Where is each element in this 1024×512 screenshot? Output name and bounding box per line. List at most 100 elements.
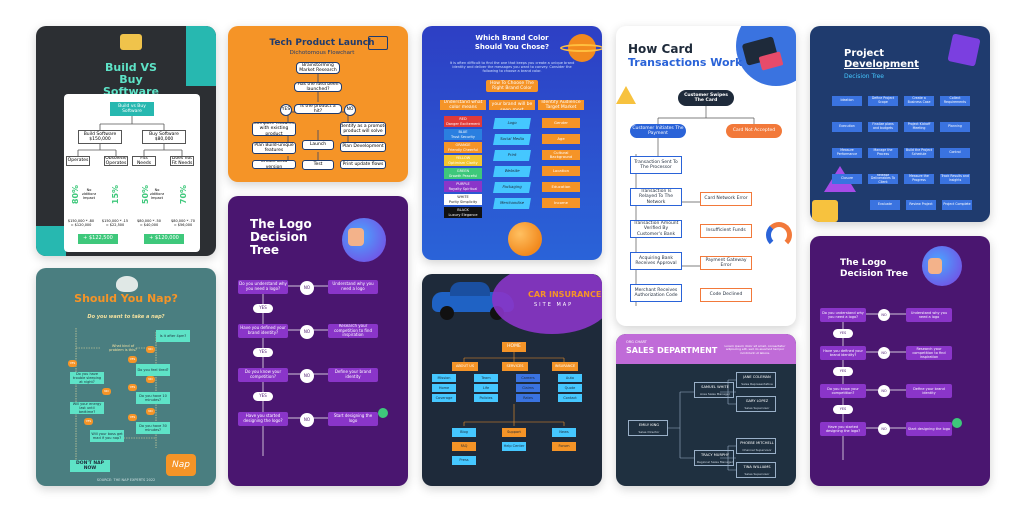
c10-no: NO — [878, 423, 890, 435]
c3-left-item: GREEN Growth Peaceful — [444, 168, 482, 179]
c7-check-icon — [378, 408, 388, 418]
c10-check-icon — [952, 418, 962, 428]
c6-node: Do you have 10 minutes? — [136, 392, 170, 404]
c3-mid-item: Logo — [493, 118, 531, 129]
c5-step: Planning — [940, 122, 970, 132]
c5-step: Build the Project Schedule — [904, 148, 934, 158]
c8-leaf: Mission — [432, 374, 456, 382]
c6-yes: YES — [84, 418, 93, 425]
c9-person-name: TINA WILLIAMS — [743, 464, 771, 469]
c9-person-role: Sales Director — [638, 429, 660, 434]
card-brand-color[interactable]: Which Brand Color Should You Chose? It i… — [422, 26, 602, 260]
c3-right-item: Education — [542, 182, 580, 192]
c10-question: Do you understand why you need a logo? — [820, 308, 866, 322]
c8-leaf: Careers — [516, 374, 540, 382]
c7-title: The Logo Decision Tree — [250, 217, 312, 257]
c3-col-1: Consider where your brand will be seen m… — [489, 100, 535, 110]
c3-left-item: ORANGE Friendly Cheerful — [444, 142, 482, 153]
c6-end1: DON'T NAP NOW — [70, 460, 110, 472]
c9-header — [616, 334, 796, 364]
c3-right-item: Age — [542, 134, 580, 144]
c10-no: NO — [878, 385, 890, 397]
c2-no: NO — [344, 104, 356, 116]
c10-no: NO — [878, 347, 890, 359]
c1-n2: Obsolete/ Operates — [104, 156, 128, 166]
c1-root: Build vs Buy Software — [110, 102, 154, 116]
c1-r2: + $120,000 — [144, 234, 184, 244]
card-card-transactions[interactable]: How Card Transactions Work Customer Swip… — [616, 26, 796, 326]
c3-intro: It is often difficult to find the one th… — [449, 60, 575, 73]
c3-mid-item: Social Media — [493, 134, 531, 145]
card-tech-product-launch[interactable]: Tech Product Launch Dichotomous Flowchar… — [228, 26, 408, 182]
c4-right-step: Payment Gateway Error — [700, 256, 752, 270]
c4-left-step: Merchant Receives Authorization Code — [630, 284, 682, 302]
car-roof — [450, 282, 490, 296]
card-should-you-nap[interactable]: Should You Nap? Do you want to take a na… — [36, 268, 216, 486]
c5-step: Track Results and Insights — [940, 174, 970, 184]
c6-node: Will your boss get mad if you nap? — [90, 430, 124, 442]
card-project-development[interactable]: Project Development Decision Tree Ideati… — [810, 26, 990, 222]
c6-question: Do you want to take a nap? — [87, 314, 165, 320]
c4-top: Customer Swipes The Card — [678, 90, 734, 106]
c10-answer: Understand why you need a logo — [906, 308, 952, 322]
c7-connectors — [262, 285, 348, 456]
c8-leaf: Policies — [474, 394, 498, 402]
c8-lower: Blog — [452, 428, 476, 437]
c3-left-item: BLUE Trust Security — [444, 129, 482, 140]
c9-person-role: Channel Supervisor — [742, 447, 772, 452]
c3-col-0: Understand what color means — [440, 100, 486, 110]
c5-step: Project Kickoff Meeting — [904, 122, 934, 132]
c1-s2: No Additional Impact — [150, 187, 164, 200]
teal-corner — [186, 26, 216, 86]
c1-p2: 15% — [111, 184, 121, 205]
c5-step: Review Project — [906, 200, 936, 210]
c5-step: Define Project Scope — [868, 96, 898, 106]
car-wheel-front — [440, 306, 454, 320]
c8-title: CAR INSURANCE — [528, 290, 602, 299]
c2-b1: Brainstorming Market Research — [296, 62, 340, 74]
c2-r2: Plan Development — [340, 142, 386, 152]
c9-person-role: Sales Supervisor — [744, 405, 770, 410]
c1-lines — [77, 116, 183, 156]
c2-r1: Identify as a promote product will solve — [340, 122, 386, 136]
c8-lower: Support — [502, 428, 526, 437]
c8-lower: Forum — [552, 442, 576, 451]
c1-f1: $150,000 * .80 = $120,000 — [67, 218, 95, 227]
c2-title: Tech Product Launch — [269, 38, 375, 48]
c7-answer: Understand why you need a logo — [328, 280, 378, 294]
c6-yes: YES — [128, 356, 137, 363]
c6-title: Should You Nap? — [74, 292, 178, 305]
c6-no: NO — [146, 408, 155, 415]
card-logo-decision-tree[interactable]: The Logo Decision Tree Do you understand… — [228, 196, 408, 486]
c3-right-item: Income — [542, 198, 580, 208]
cube-icon — [947, 33, 981, 67]
c7-question: Do you understand why you need a logo? — [238, 280, 288, 294]
card-build-vs-buy[interactable]: Build VS Buy Software Build vs Buy Softw… — [36, 26, 216, 256]
c1-buy: Buy Software $80,000 — [142, 130, 186, 144]
c7-question: Do you know your competition? — [238, 368, 288, 382]
c5-step: Finalize plans and budgets — [868, 122, 898, 132]
c8-home: HOME — [502, 342, 526, 352]
c6-node: What kind of problem is this? — [109, 343, 137, 352]
c5-step: Project Complete — [942, 200, 972, 210]
purple-blob — [492, 274, 602, 334]
c3-left-item: BLACK Luxury Elegance — [444, 207, 482, 218]
c8-leaf: Home — [432, 384, 456, 392]
c8-lower: Press — [452, 456, 476, 465]
c5-step: Closure — [832, 174, 862, 184]
c8-leaf: Claims — [516, 384, 540, 392]
card-logo-decision-tree-2[interactable]: The Logo Decision Tree Do you understand… — [810, 236, 990, 486]
c10-connectors — [842, 313, 930, 460]
c9-person-name: TRACY MURPHY — [700, 452, 730, 457]
card-sales-department[interactable]: ORG CHART SALES DEPARTMENT Lorem ipsum d… — [616, 334, 796, 486]
c9-person-role: Regional Sales Manager — [697, 459, 733, 464]
c6-no: NO — [146, 346, 155, 353]
c9-person-name: SAMUEL WHITE — [701, 384, 729, 389]
laptop-icon — [120, 34, 142, 50]
c7-no: NO — [300, 369, 314, 383]
pyramid-icon — [616, 86, 636, 104]
c7-yes: YES — [253, 392, 273, 401]
